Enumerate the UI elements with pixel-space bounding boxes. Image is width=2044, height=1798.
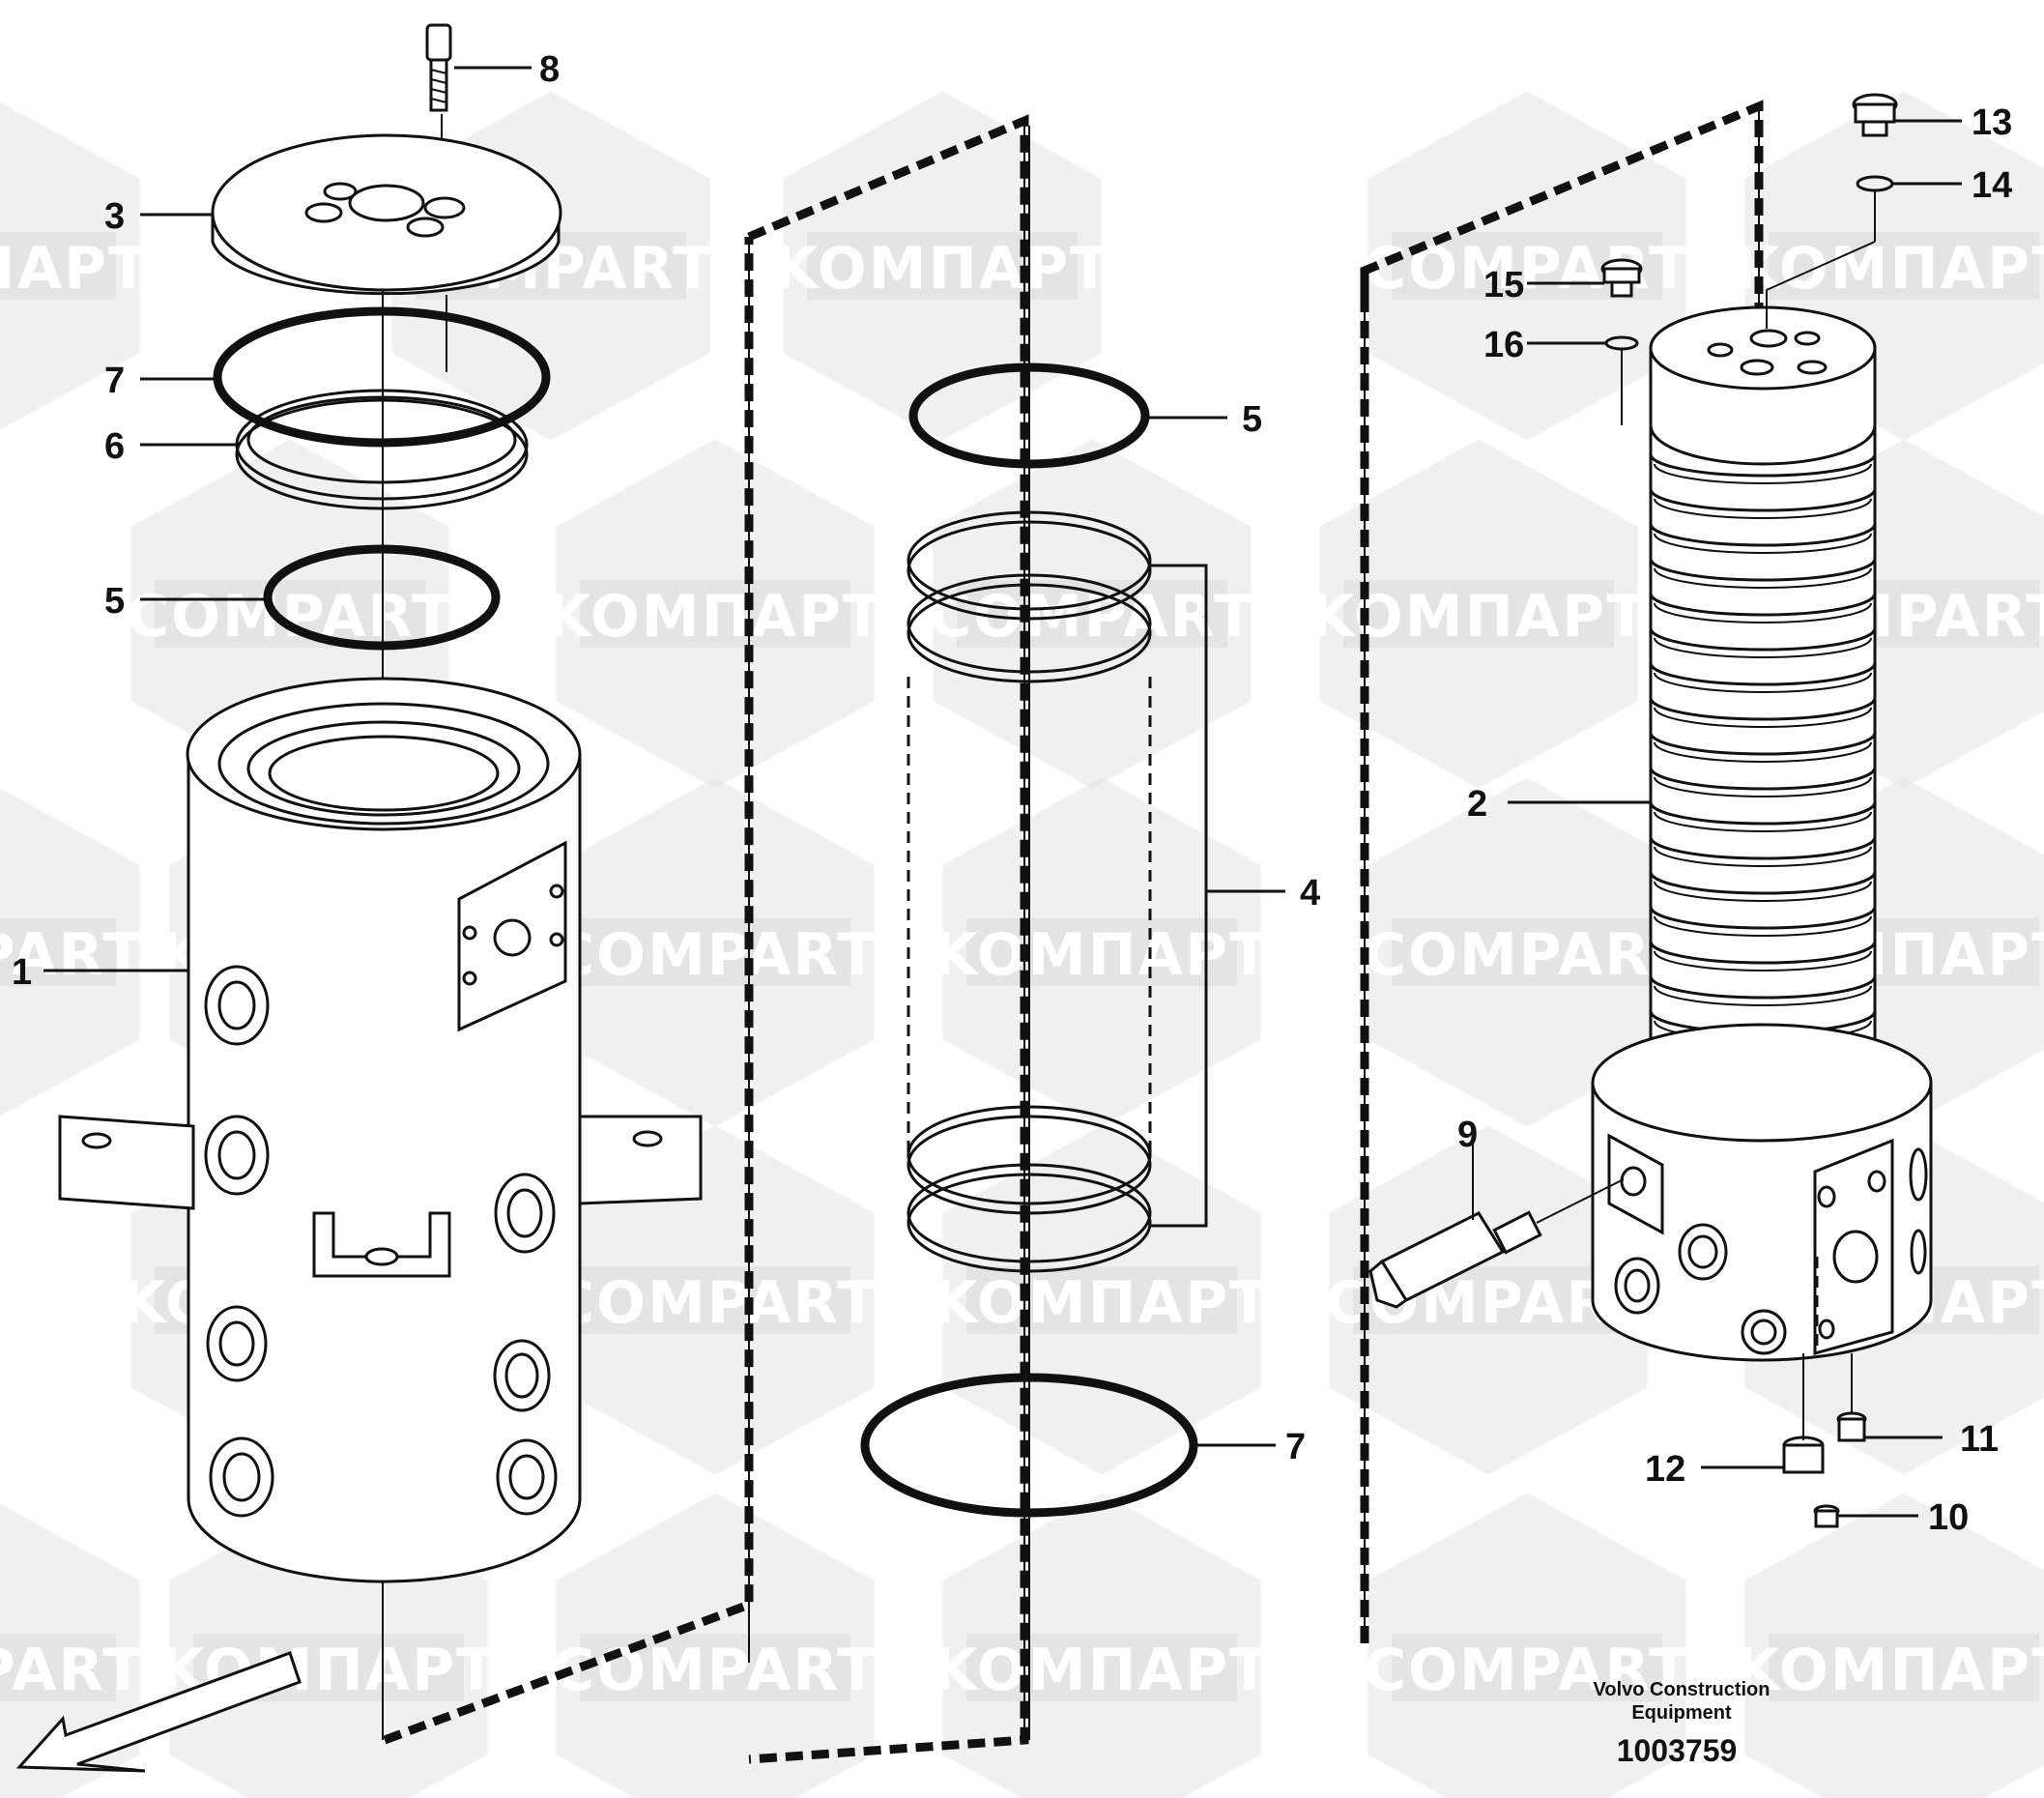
callout-8: 8 — [539, 49, 560, 90]
watermark-word: KOMПАРТ — [933, 1637, 1271, 1704]
watermark-word: COMPART — [1364, 1637, 1690, 1704]
watermark-word: KOMПАРТ — [546, 583, 884, 651]
callout-5-left: 5 — [104, 581, 125, 622]
callout-15: 15 — [1483, 265, 1524, 305]
callout-16: 16 — [1483, 325, 1524, 365]
callout-11: 11 — [1960, 1419, 1999, 1460]
watermark-tile: KOMПАРТ — [1735, 1493, 2044, 1798]
ring-5-middle — [908, 362, 1150, 469]
watermark-word: COMPART — [552, 1269, 878, 1337]
bracket-4 — [1150, 564, 1208, 1228]
callout-14: 14 — [1972, 165, 2012, 206]
cover-plate-3 — [211, 133, 562, 296]
callout-10: 10 — [1928, 1497, 1969, 1538]
watermark-word: KOMПАРТ — [0, 235, 150, 303]
watermark-word: KOMПАРТ — [1735, 235, 2044, 303]
watermark-tile: COMPART — [929, 439, 1255, 789]
callout-12: 12 — [1645, 1449, 1685, 1490]
plug-13 — [1852, 93, 1898, 137]
seal-kit-4 — [907, 510, 1152, 1273]
callout-6: 6 — [104, 426, 125, 467]
watermark-tile: KOMПАРТ — [0, 102, 150, 430]
watermark-word: COMPART — [552, 921, 878, 989]
callout-13: 13 — [1972, 102, 2012, 143]
watermark-word: KOMПАРТ — [933, 921, 1271, 989]
callout-3: 3 — [104, 196, 125, 237]
watermark-tile: COMPART — [552, 777, 878, 1127]
watermark-tile: KOMПАРТ — [933, 1493, 1271, 1798]
callout-1: 1 — [12, 952, 32, 993]
watermark-tile: COMPART — [1364, 1493, 1690, 1798]
direction-arrow-icon — [15, 1651, 302, 1773]
plug-15 — [1600, 258, 1643, 298]
watermark-word: COMPART — [127, 583, 453, 651]
callout-2: 2 — [1467, 784, 1487, 825]
watermark-word: KOMПАРТ — [1735, 1637, 2044, 1704]
callout-4: 4 — [1300, 873, 1320, 914]
drawing-number: 1003759 — [1617, 1733, 1738, 1768]
plug-10 — [1813, 1504, 1840, 1528]
watermark-word: KOMПАРТ — [1310, 583, 1648, 651]
watermark-tile: KOMПАРТ — [933, 777, 1271, 1127]
watermark-word: COMPART — [1364, 921, 1690, 989]
brand-line-1: Volvo Construction — [1594, 1679, 1771, 1700]
callout-9: 9 — [1457, 1115, 1478, 1155]
rotor-2 — [1591, 305, 1933, 1362]
leader-rotor-top — [1766, 241, 1876, 329]
watermark-word: COMPART — [0, 1637, 144, 1704]
watermark-tile: KOMПАРТ — [1310, 439, 1648, 789]
callout-7-left: 7 — [104, 361, 125, 401]
callout-leaders — [43, 66, 1962, 1518]
watermark-word: KOMПАРТ — [933, 1269, 1271, 1337]
watermark-tile: KOMПАРТ — [546, 439, 884, 789]
watermark-tile: COMPART — [552, 1493, 878, 1798]
plug-11 — [1836, 1411, 1867, 1442]
footer: Volvo Construction Equipment 1003759 — [1594, 1679, 1771, 1768]
housing-1 — [58, 677, 703, 1583]
callout-labels: 8 3 7 6 5 1 5 4 7 2 9 13 14 15 16 11 12 … — [12, 49, 2012, 1538]
plug-12 — [1782, 1436, 1825, 1474]
watermark-tile: COMPART — [0, 788, 144, 1116]
watermark-tile: COMPART — [552, 1125, 878, 1475]
watermark-word: KOMПАРТ — [773, 235, 1111, 303]
brand-line-2: Equipment — [1631, 1702, 1732, 1724]
bolt-8 — [425, 23, 452, 112]
watermark-word: COMPART — [929, 583, 1255, 651]
ring-7-middle — [860, 1373, 1198, 1518]
callout-5-middle: 5 — [1242, 399, 1262, 440]
watermark-word: COMPART — [552, 1637, 878, 1704]
plug-9 — [1368, 1141, 1625, 1309]
callout-7-middle: 7 — [1285, 1427, 1306, 1467]
watermark-word: COMPART — [0, 921, 144, 989]
watermark-tile: COMPART — [1364, 777, 1690, 1127]
